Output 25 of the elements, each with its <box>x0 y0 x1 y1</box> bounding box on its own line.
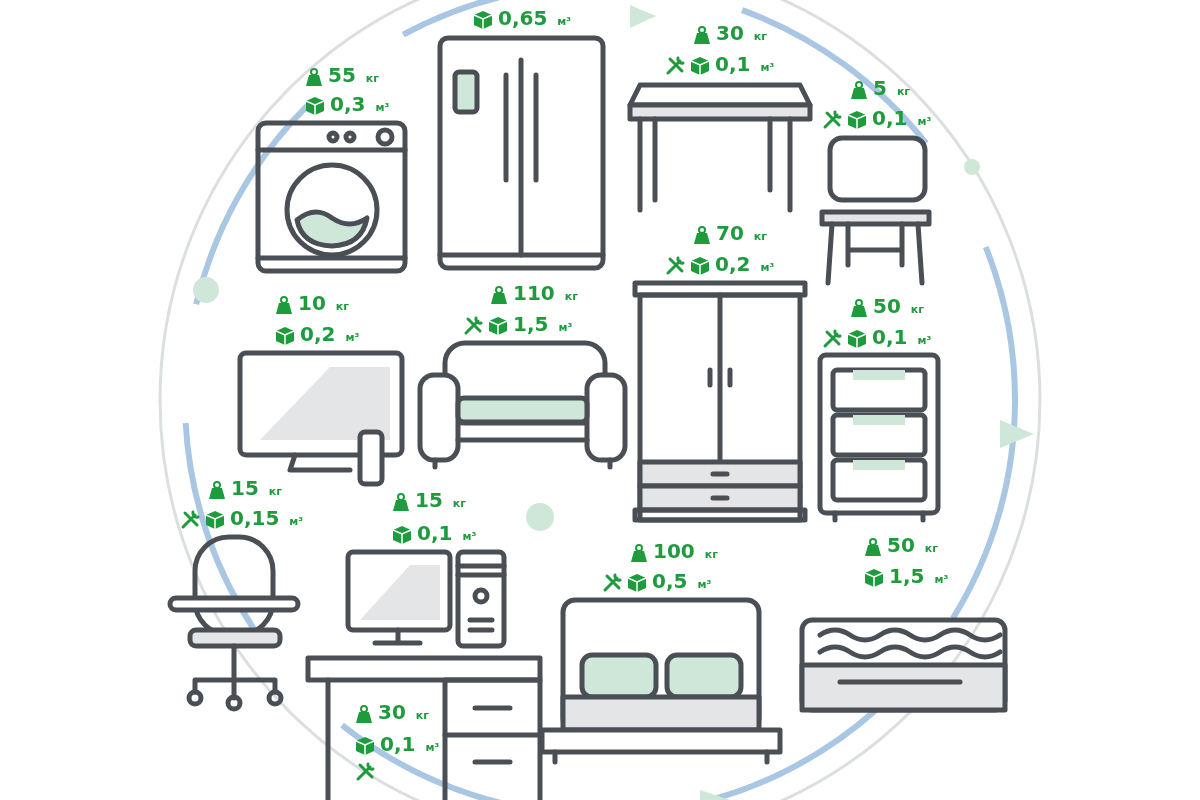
volume-value: 0,1 м³ <box>380 732 440 758</box>
weight-value: 50 кг <box>887 533 938 559</box>
volume-value: 1,5 м³ <box>513 312 573 338</box>
volume-value: 0,1 м³ <box>872 325 932 351</box>
volume-value: 0,1 м³ <box>715 52 775 78</box>
weight-value: 110 кг <box>513 281 578 307</box>
weight-value: 5 кг <box>873 76 911 102</box>
volume-value: 0,3 м³ <box>330 92 390 118</box>
weight-value: 70 кг <box>716 221 767 247</box>
weight-value: 55 кг <box>328 63 379 89</box>
weight-value: 50 кг <box>873 294 924 320</box>
weight-value: 10 кг <box>298 291 349 317</box>
weight-value: 100 кг <box>653 539 718 565</box>
volume-value: 0,1 м³ <box>872 106 932 132</box>
volume-value: 0,5 м³ <box>652 569 712 595</box>
weight-value: 30 кг <box>716 21 767 47</box>
volume-value: 0,2 м³ <box>300 322 360 348</box>
volume-value: 0,2 м³ <box>715 252 775 278</box>
volume-value: 1,5 м³ <box>889 564 949 590</box>
volume-value: 0,15 м³ <box>230 506 304 532</box>
weight-value: 15 кг <box>231 476 282 502</box>
volume-value: 0,1 м³ <box>417 521 477 547</box>
weight-value: 30 кг <box>378 700 429 726</box>
volume-value: 0,65 м³ <box>498 6 572 32</box>
weight-value: 15 кг <box>415 488 466 514</box>
